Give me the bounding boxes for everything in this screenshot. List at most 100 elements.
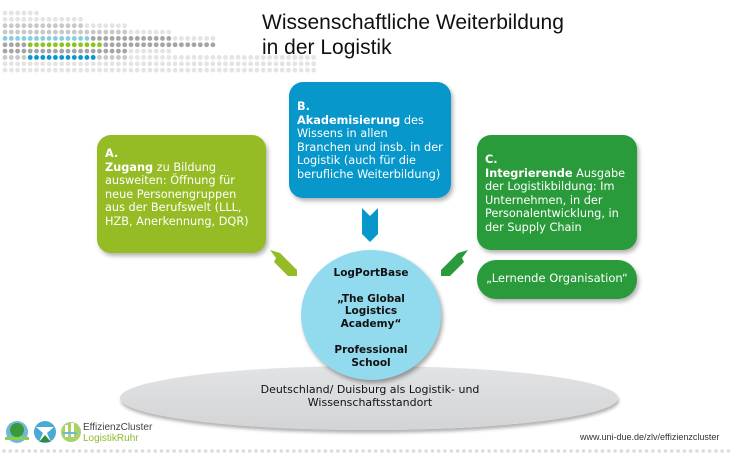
- decor-dot: [90, 36, 96, 41]
- base-text: Deutschland/ Duisburg als Logistik- und …: [260, 383, 480, 409]
- decor-dot: [166, 29, 172, 35]
- decor-dot: [160, 36, 165, 41]
- decor-dot: [8, 36, 14, 41]
- footer-dot: [77, 449, 82, 453]
- decor-dot: [59, 42, 65, 48]
- decor-dot: [46, 48, 52, 54]
- footer-dot: [285, 449, 290, 453]
- decor-dot: [147, 48, 153, 54]
- decor-dot: [254, 67, 260, 73]
- decor-dot: [153, 48, 159, 54]
- decor-dot: [128, 42, 134, 48]
- decor-dot: [242, 55, 247, 60]
- decor-dot: [27, 10, 33, 16]
- box-a-letter: A.: [105, 147, 119, 160]
- decor-dot: [34, 48, 39, 54]
- circle-line-2: „The Global Logistics Academy“: [337, 292, 405, 331]
- decor-dot: [128, 48, 134, 54]
- footer-dot: [588, 449, 592, 453]
- decor-dot: [15, 10, 20, 16]
- decor-dot: [34, 29, 39, 35]
- footer-dot: [348, 449, 353, 453]
- decor-dot: [166, 61, 172, 67]
- decor-dot: [21, 55, 27, 60]
- decor-dot: [292, 61, 298, 67]
- footer-dot: [701, 449, 706, 453]
- footer-dot: [676, 449, 680, 453]
- decor-dot: [8, 16, 14, 22]
- footer-dot: [241, 449, 246, 453]
- footer-dot: [323, 449, 328, 453]
- footer-dot: [184, 449, 189, 453]
- footer-dot: [487, 449, 491, 453]
- decor-dot: [21, 29, 27, 35]
- footer-dot: [21, 449, 25, 453]
- decor-dot: [97, 29, 102, 35]
- decor-dot: [97, 61, 102, 67]
- decor-dot: [46, 61, 52, 67]
- decor-dot: [210, 67, 216, 73]
- decor-dot: [27, 16, 33, 22]
- decor-dot: [34, 42, 39, 48]
- box-c-heading: Integrierende: [485, 166, 573, 180]
- decor-dot: [40, 36, 46, 41]
- footer-dot: [2, 449, 6, 453]
- footer-dot: [550, 449, 554, 453]
- decor-dot: [84, 23, 90, 29]
- decor-dot: [273, 67, 279, 73]
- decor-dot: [21, 10, 27, 16]
- decor-dot: [84, 67, 90, 73]
- footer-dot: [298, 449, 302, 453]
- decor-dot: [122, 23, 128, 29]
- decor-dot: [46, 23, 52, 29]
- footer-dot: [14, 449, 19, 453]
- decor-dot: [2, 16, 8, 22]
- footer-dot: [121, 449, 126, 453]
- decor-dot: [15, 67, 20, 73]
- footer-dot: [103, 449, 107, 453]
- logo-line-2: LogistikRuhr: [83, 433, 139, 444]
- footer-dot: [436, 449, 441, 453]
- decor-dot: [46, 36, 52, 41]
- box-lernende-organisation: „Lernende Organisation“: [477, 260, 637, 299]
- decor-dot: [78, 16, 83, 22]
- decor-dot: [15, 42, 20, 48]
- decor-dot: [116, 55, 121, 60]
- decor-dot: [103, 36, 109, 41]
- decor-dot: [103, 67, 109, 73]
- decor-dot: [71, 48, 77, 54]
- decor-dot: [109, 55, 115, 60]
- footer-dot: [279, 449, 284, 453]
- decor-dot: [40, 29, 46, 35]
- decor-dot: [210, 55, 216, 60]
- footer-dot: [657, 449, 661, 453]
- footer-dot: [720, 449, 724, 453]
- decor-dot: [97, 48, 102, 54]
- decor-dot: [292, 67, 298, 73]
- footer-dot: [216, 449, 220, 453]
- decor-dot: [71, 36, 77, 41]
- footer-dot: [468, 449, 473, 453]
- footer-dot: [632, 449, 636, 453]
- footer-dot: [247, 449, 252, 453]
- footer-dot: [235, 449, 239, 453]
- footer-dot: [418, 449, 422, 453]
- decor-dot: [59, 29, 65, 35]
- decor-dot: [191, 61, 197, 67]
- footer-dot: [266, 449, 271, 453]
- decor-dot: [172, 36, 178, 41]
- decor-dot: [298, 67, 304, 73]
- footer-dot: [462, 449, 466, 453]
- decor-dot: [191, 67, 197, 73]
- footer-dot: [670, 449, 674, 453]
- footer-dot: [594, 449, 598, 453]
- footer-dot: [481, 449, 485, 453]
- box-b-heading: Akademisierung: [297, 113, 401, 127]
- decor-dot: [311, 67, 317, 73]
- decor-dot: [109, 48, 115, 54]
- footer-dot: [399, 449, 403, 453]
- footer-dot: [128, 449, 132, 453]
- decor-dot: [235, 55, 241, 60]
- decor-dot: [216, 55, 222, 60]
- footer-dot: [619, 449, 624, 453]
